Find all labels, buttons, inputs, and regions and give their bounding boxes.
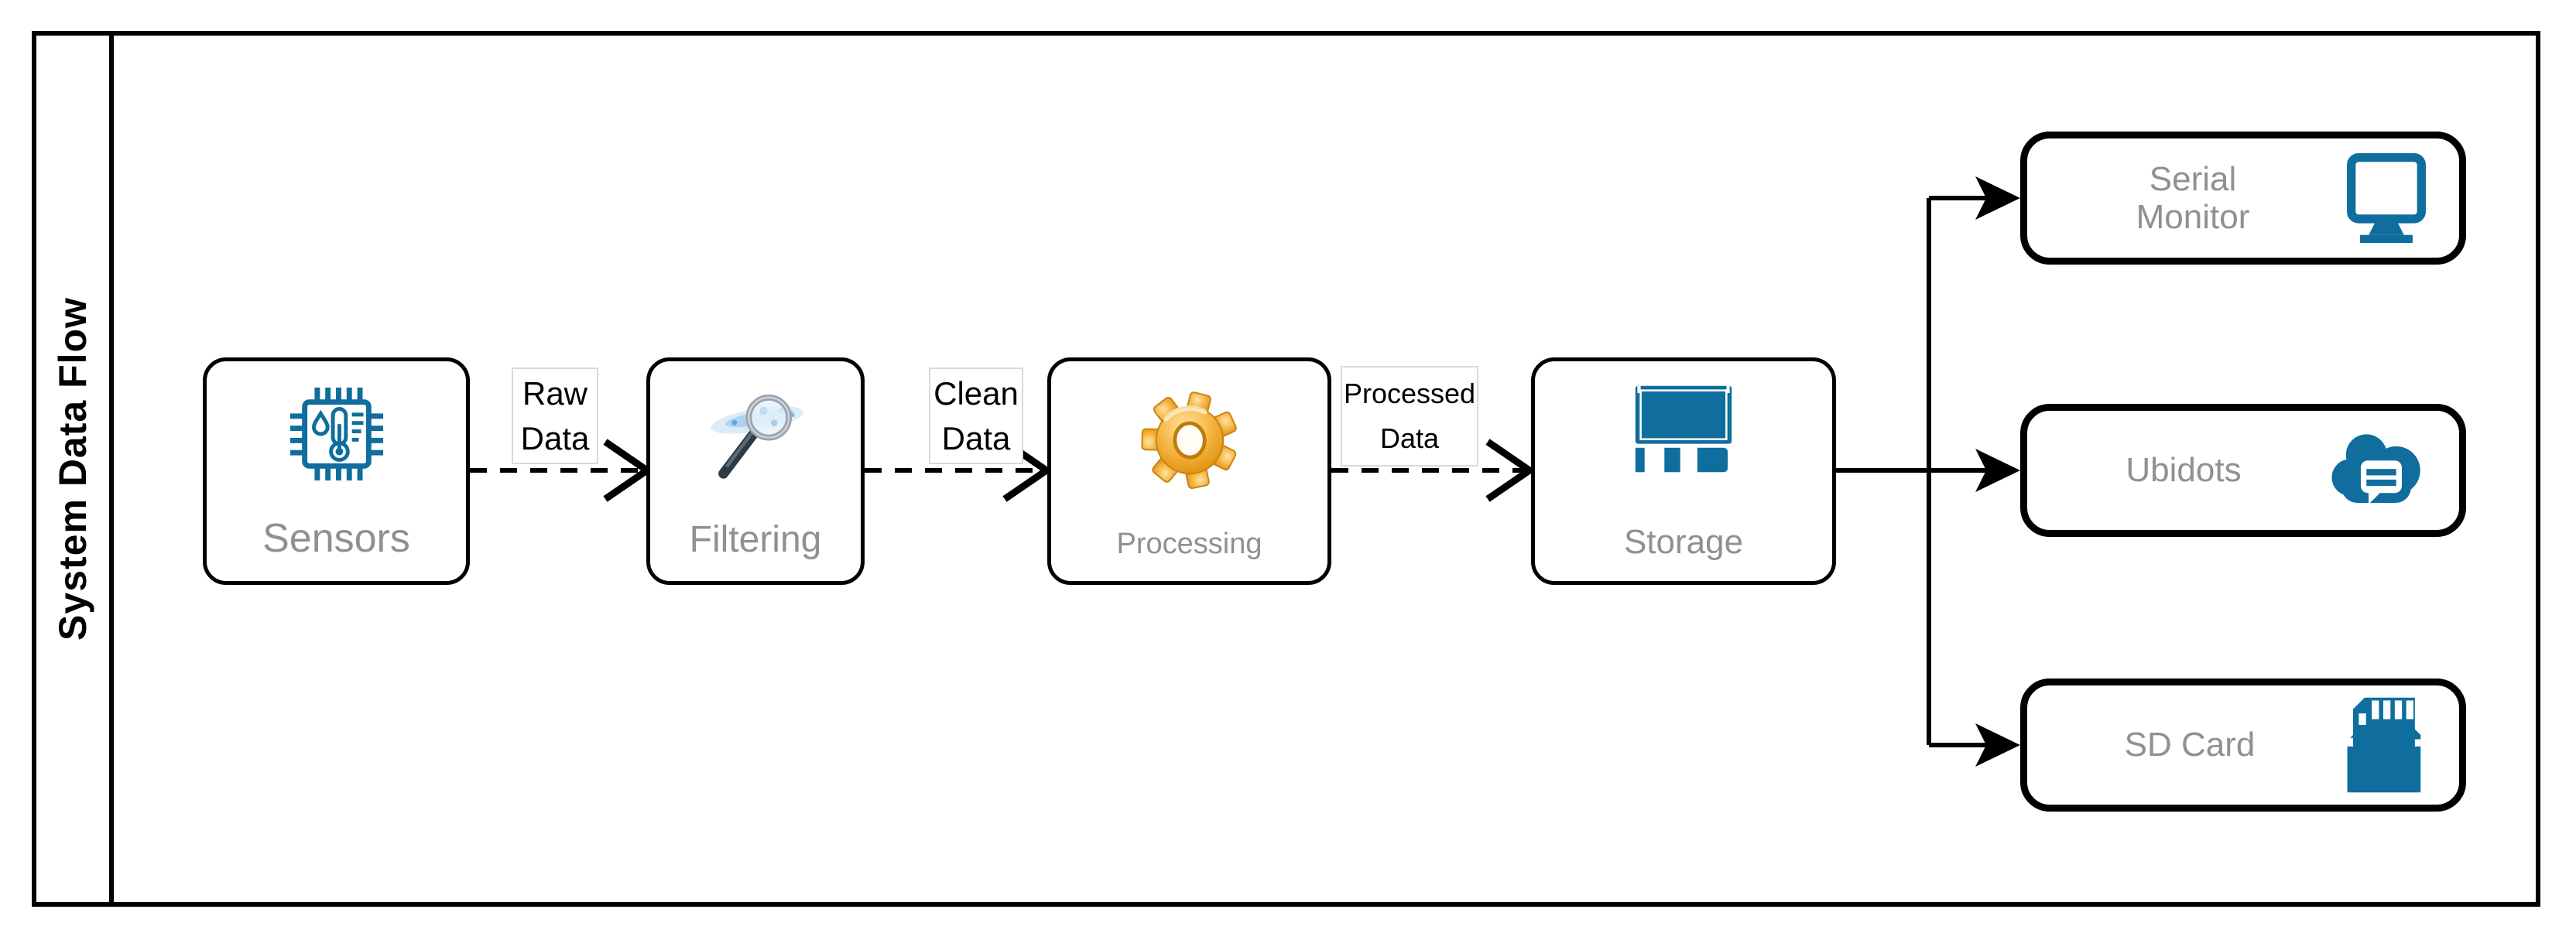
edge-processed-arrowhead <box>1485 439 1536 502</box>
node-processing: Processing <box>1047 357 1331 585</box>
cloud-chat-icon <box>2328 427 2427 514</box>
node-ubidots: Ubidots <box>2020 404 2466 537</box>
edge-sdcard-arrowhead <box>1975 723 2020 767</box>
node-filtering: Filtering <box>646 357 865 585</box>
node-storage-label: Storage <box>1623 522 1744 561</box>
node-serial-monitor-label: Serial Monitor <box>2136 159 2250 236</box>
gear-icon <box>1134 385 1245 496</box>
node-filtering-label: Filtering <box>689 519 822 561</box>
sd-card-icon <box>2340 695 2427 795</box>
node-storage: Storage <box>1531 357 1836 585</box>
node-serial-monitor: Serial Monitor <box>2020 132 2466 265</box>
floppy-disk-icon <box>1633 385 1734 473</box>
magnifier-icon <box>702 385 809 487</box>
edge-serial-arrowhead <box>1975 176 2020 220</box>
node-sensors-label: Sensors <box>262 515 410 561</box>
node-sd-card-label: SD Card <box>2124 726 2256 764</box>
edge-ubidots-arrowhead <box>1975 449 2020 492</box>
node-sensors: Sensors <box>203 357 470 585</box>
sensor-chip-icon <box>287 385 386 484</box>
edge-label-clean-data: Clean Data <box>929 367 1023 464</box>
edge-label-processed-data: Processed Data <box>1341 366 1478 467</box>
lane-divider <box>109 31 114 907</box>
edge-label-raw-data: Raw Data <box>512 367 598 464</box>
node-processing-label: Processing <box>1116 528 1262 561</box>
node-sd-card: SD Card <box>2020 679 2466 812</box>
monitor-icon <box>2346 152 2427 244</box>
node-ubidots-label: Ubidots <box>2126 451 2242 490</box>
